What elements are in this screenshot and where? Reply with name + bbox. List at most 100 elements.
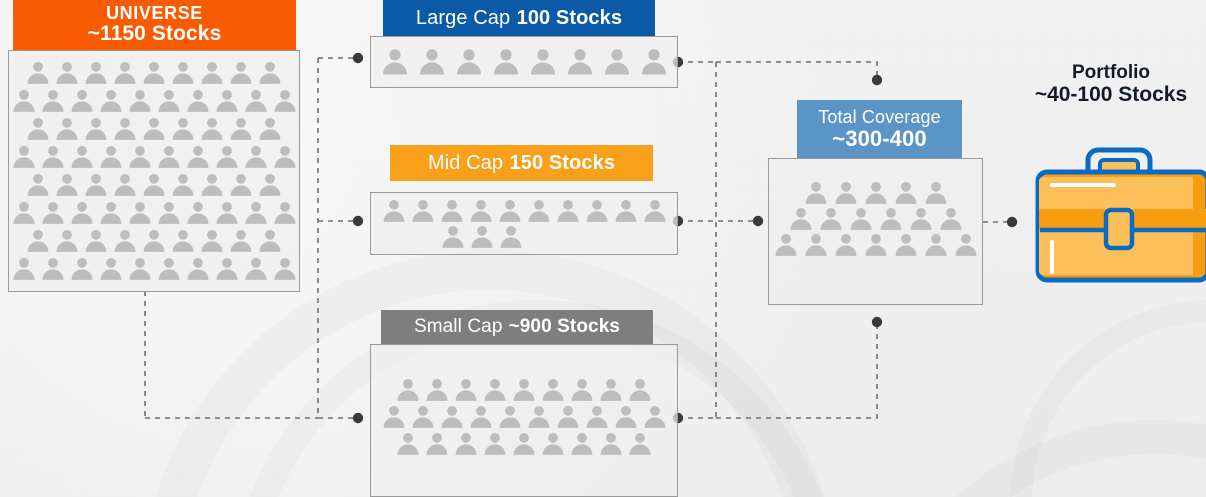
- person-icon: [214, 88, 240, 114]
- person-icon: [598, 431, 624, 457]
- person-icon: [511, 431, 537, 457]
- person-icon: [243, 200, 269, 226]
- person-icon: [454, 47, 484, 77]
- person-icon: [185, 88, 211, 114]
- person-icon: [272, 144, 298, 170]
- person-icon: [272, 88, 298, 114]
- person-icon: [54, 172, 80, 198]
- person-icon: [257, 116, 283, 142]
- person-icon: [468, 198, 494, 224]
- person-icon: [923, 180, 949, 206]
- people-row: [25, 116, 283, 142]
- person-icon: [272, 200, 298, 226]
- person-icon: [482, 377, 508, 403]
- mid-cap-panel: [370, 192, 678, 255]
- person-icon: [818, 206, 844, 232]
- person-icon: [439, 198, 465, 224]
- person-icon: [497, 198, 523, 224]
- small-cap-count: ~900 Stocks: [508, 316, 621, 337]
- person-icon: [257, 172, 283, 198]
- person-icon: [803, 232, 829, 258]
- person-icon: [833, 180, 859, 206]
- person-icon: [863, 180, 889, 206]
- person-icon: [11, 88, 37, 114]
- person-icon: [555, 404, 581, 430]
- person-icon: [185, 200, 211, 226]
- people-row: [381, 404, 668, 430]
- person-icon: [228, 116, 254, 142]
- person-icon: [40, 88, 66, 114]
- person-icon: [127, 256, 153, 282]
- person-icon: [642, 404, 668, 430]
- person-icon: [491, 47, 521, 77]
- person-icon: [25, 116, 51, 142]
- large-cap-people: [371, 37, 677, 87]
- person-icon: [395, 377, 421, 403]
- person-icon: [482, 431, 508, 457]
- person-icon: [54, 228, 80, 254]
- person-icon: [112, 228, 138, 254]
- mid-cap-people: [371, 193, 677, 254]
- person-icon: [439, 404, 465, 430]
- person-icon: [214, 200, 240, 226]
- person-icon: [214, 144, 240, 170]
- person-icon: [613, 404, 639, 430]
- person-icon: [893, 232, 919, 258]
- person-icon: [468, 404, 494, 430]
- briefcase-icon: [1030, 126, 1206, 286]
- person-icon: [214, 256, 240, 282]
- person-icon: [156, 88, 182, 114]
- person-icon: [381, 404, 407, 430]
- person-icon: [141, 228, 167, 254]
- person-icon: [127, 200, 153, 226]
- person-icon: [83, 228, 109, 254]
- person-icon: [25, 228, 51, 254]
- person-icon: [526, 198, 552, 224]
- person-icon: [40, 200, 66, 226]
- person-icon: [40, 144, 66, 170]
- person-icon: [540, 431, 566, 457]
- people-row: [395, 377, 653, 403]
- person-icon: [272, 256, 298, 282]
- person-icon: [185, 144, 211, 170]
- person-icon: [54, 60, 80, 86]
- person-icon: [243, 88, 269, 114]
- people-row: [803, 180, 949, 206]
- person-icon: [569, 377, 595, 403]
- person-icon: [25, 172, 51, 198]
- universe-panel: [8, 50, 300, 292]
- person-icon: [156, 200, 182, 226]
- person-icon: [773, 232, 799, 258]
- universe-people: [9, 51, 299, 291]
- person-icon: [25, 60, 51, 86]
- person-icon: [893, 180, 919, 206]
- people-row: [440, 224, 524, 250]
- person-icon: [199, 116, 225, 142]
- person-icon: [469, 224, 495, 250]
- person-icon: [98, 88, 124, 114]
- person-icon: [511, 377, 537, 403]
- person-icon: [141, 172, 167, 198]
- people-row: [11, 88, 298, 114]
- small-cap-label: Small Cap: [413, 316, 503, 337]
- person-icon: [127, 144, 153, 170]
- large-cap-header-chip: Large Cap 100 Stocks: [383, 0, 655, 36]
- total-coverage-people: [769, 171, 982, 267]
- person-icon: [627, 431, 653, 457]
- person-icon: [83, 172, 109, 198]
- person-icon: [141, 60, 167, 86]
- people-row: [788, 206, 964, 232]
- person-icon: [863, 232, 889, 258]
- person-icon: [598, 377, 624, 403]
- person-icon: [453, 377, 479, 403]
- person-icon: [938, 206, 964, 232]
- person-icon: [908, 206, 934, 232]
- person-icon: [98, 200, 124, 226]
- people-row: [381, 198, 668, 224]
- universe-count: ~1150 Stocks: [87, 22, 222, 46]
- person-icon: [627, 377, 653, 403]
- person-icon: [424, 377, 450, 403]
- person-icon: [228, 60, 254, 86]
- small-cap-people: [371, 371, 677, 463]
- person-icon: [199, 172, 225, 198]
